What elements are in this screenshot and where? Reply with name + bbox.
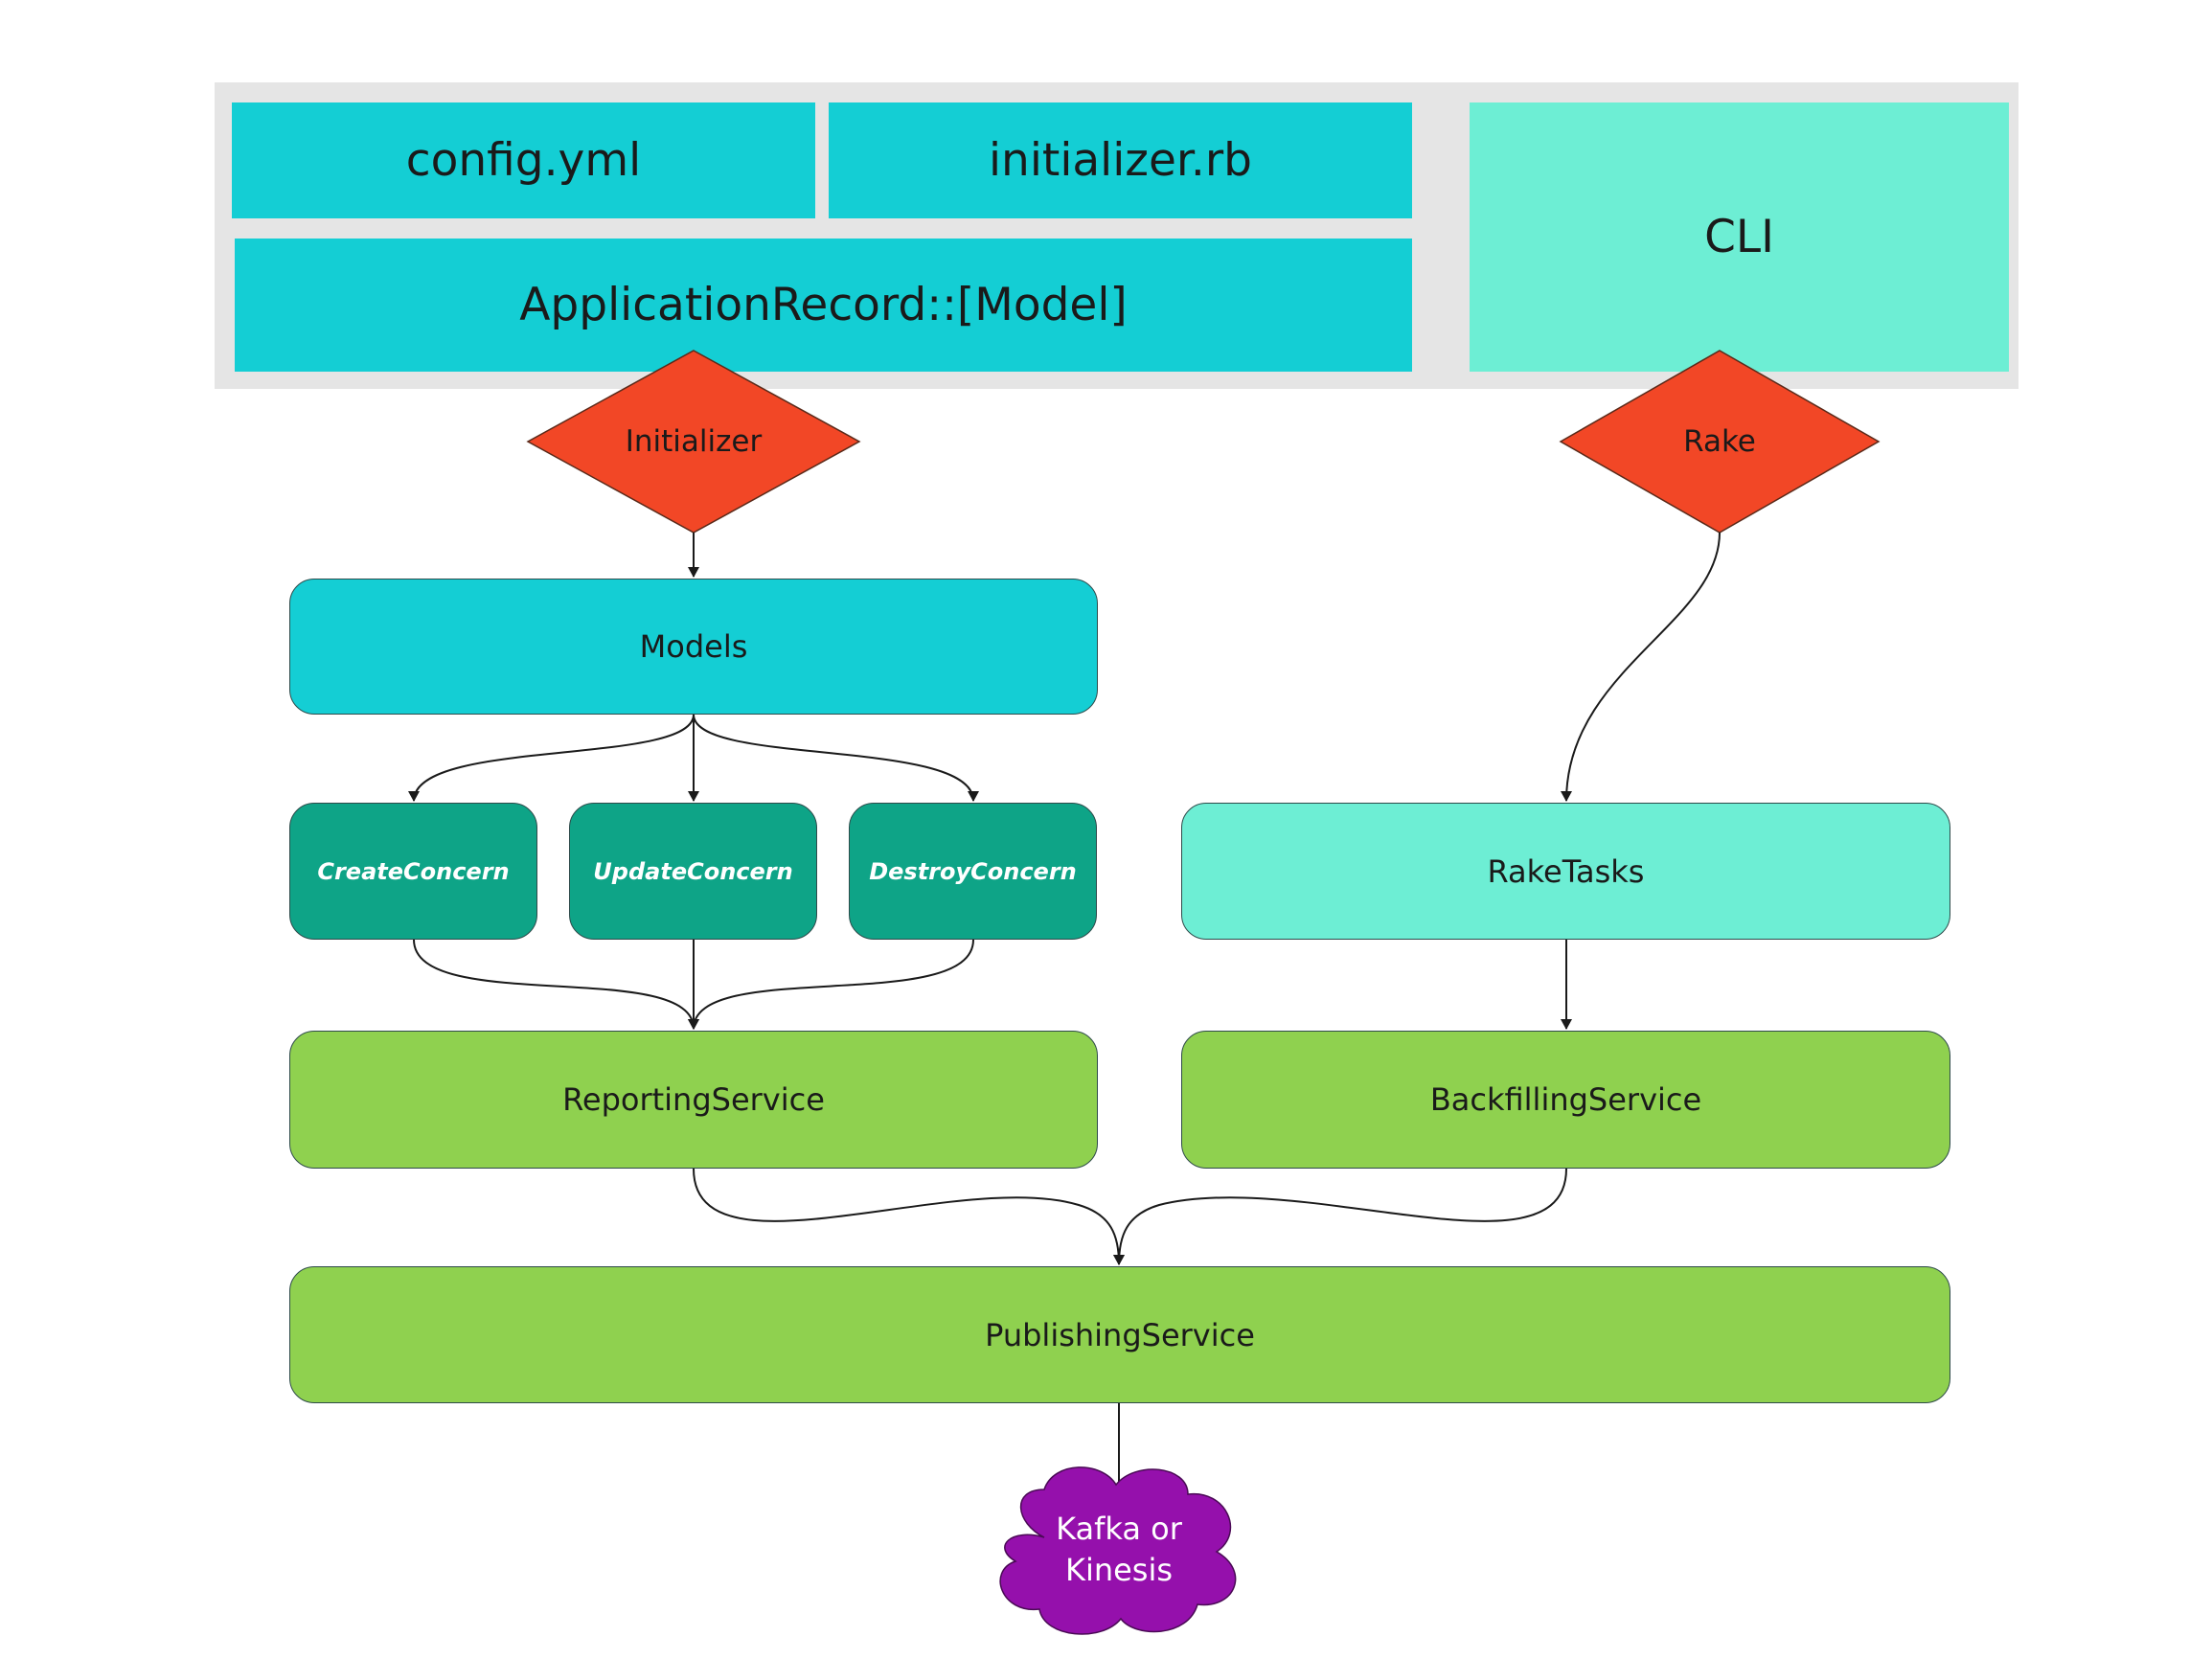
- destroy-concern-label: DestroyConcern: [869, 857, 1077, 885]
- publishing-service-node: PublishingService: [289, 1266, 1950, 1403]
- cli-box: CLI: [1470, 102, 2009, 372]
- create-concern-node: CreateConcern: [289, 803, 537, 940]
- edge-destroy-reporting: [688, 939, 974, 1030]
- reporting-service-label: ReportingService: [562, 1081, 825, 1118]
- edge-backfilling-publishing: [1113, 1168, 1567, 1265]
- initializer-rb-label: initializer.rb: [988, 134, 1252, 187]
- edge-rake-raketasks: [1561, 532, 1721, 802]
- application-record-label: ApplicationRecord::[Model]: [519, 279, 1128, 331]
- destroy-concern-node: DestroyConcern: [849, 803, 1097, 940]
- config-yml-label: config.yml: [405, 134, 642, 187]
- backfilling-service-label: BackfillingService: [1429, 1081, 1702, 1118]
- update-concern-label: UpdateConcern: [593, 857, 793, 885]
- publishing-service-label: PublishingService: [985, 1316, 1255, 1353]
- models-node: Models: [289, 579, 1098, 715]
- kafka-kinesis-cloud: [999, 1466, 1237, 1635]
- edge-reporting-publishing: [693, 1168, 1125, 1265]
- reporting-service-node: ReportingService: [289, 1031, 1098, 1169]
- create-concern-label: CreateConcern: [317, 857, 510, 885]
- edge-models-destroy: [693, 714, 979, 802]
- kinesis-line: Kinesis: [1064, 1552, 1174, 1588]
- initializer-rb-box: initializer.rb: [829, 102, 1412, 218]
- cli-label: CLI: [1704, 211, 1774, 263]
- kafka-kinesis-label: Kafka or Kinesis: [1023, 1502, 1215, 1598]
- kafka-line: Kafka or: [1056, 1511, 1182, 1547]
- models-label: Models: [639, 628, 748, 665]
- edge-create-reporting: [413, 939, 699, 1030]
- update-concern-node: UpdateConcern: [569, 803, 817, 940]
- rake-label: Rake: [1683, 424, 1756, 459]
- rake-tasks-node: RakeTasks: [1181, 803, 1950, 940]
- config-yml-box: config.yml: [232, 102, 815, 218]
- backfilling-service-node: BackfillingService: [1181, 1031, 1950, 1169]
- application-record-box: ApplicationRecord::[Model]: [235, 239, 1412, 372]
- rake-tasks-label: RakeTasks: [1487, 852, 1645, 890]
- initializer-label: Initializer: [625, 424, 763, 459]
- edge-models-create: [408, 714, 695, 802]
